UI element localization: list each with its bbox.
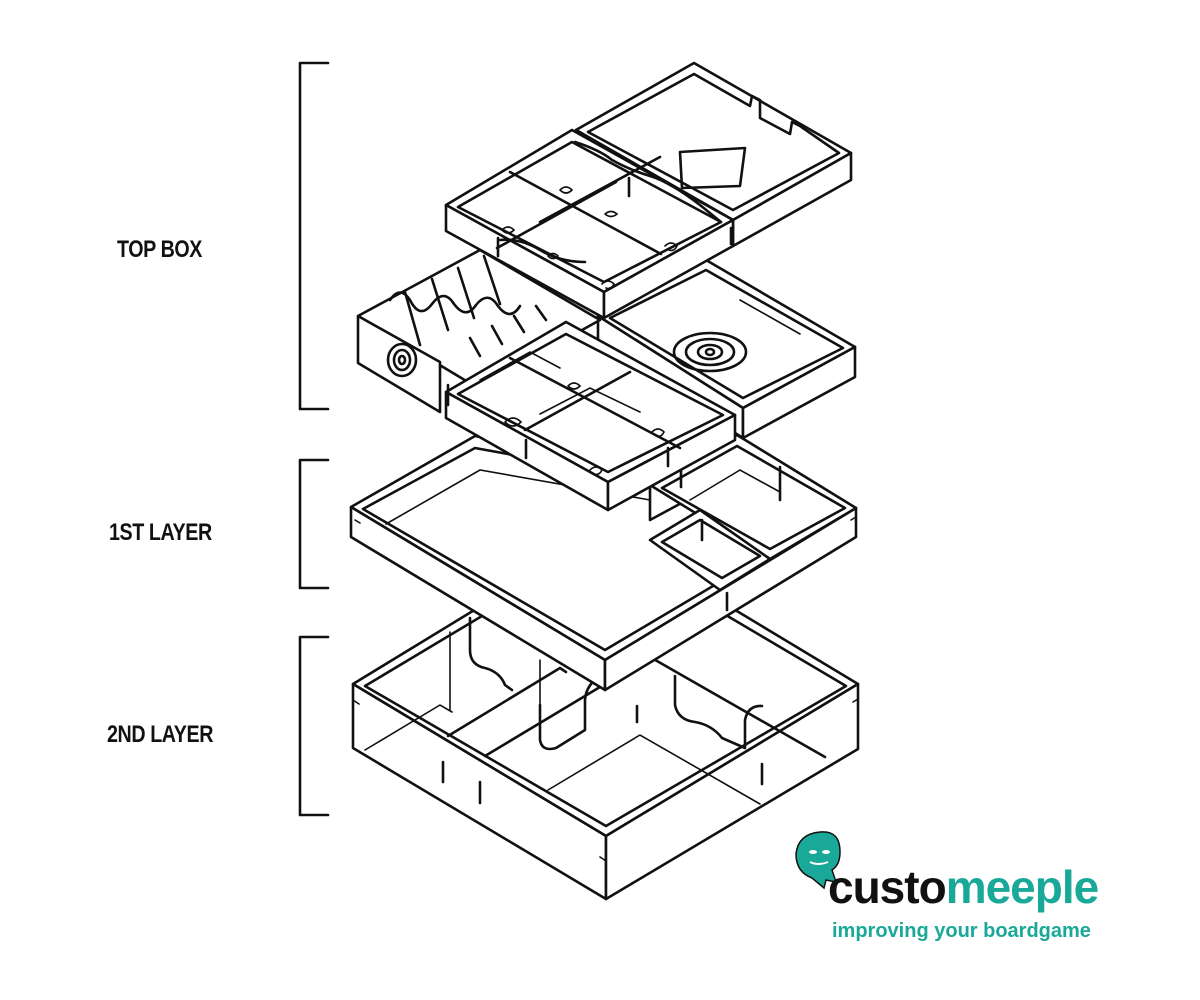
spiral-token-icon (386, 342, 418, 378)
label-top-box: TOP BOX (117, 236, 202, 263)
bracket-top-box (298, 61, 330, 411)
first-layer-tray (349, 433, 858, 692)
logo-wordmark: customeeple (828, 860, 1100, 914)
score-dial-icon (672, 331, 748, 373)
top-box-upper-tier (444, 61, 853, 320)
label-second-layer: 2ND LAYER (107, 721, 214, 748)
logo-wordmark-part1: custo (828, 861, 947, 913)
logo-tagline: improving your boardgame (832, 920, 1091, 942)
label-first-layer: 1ST LAYER (109, 519, 212, 546)
bracket-first-layer (298, 458, 330, 590)
meeple-mascot-icon (795, 831, 841, 890)
bracket-second-layer (298, 635, 330, 817)
top-box-lower-tier (356, 248, 857, 512)
logo-wordmark-part2: meeple (945, 861, 1100, 913)
brand-logo: customeeple improving your boardgame (790, 832, 1150, 952)
